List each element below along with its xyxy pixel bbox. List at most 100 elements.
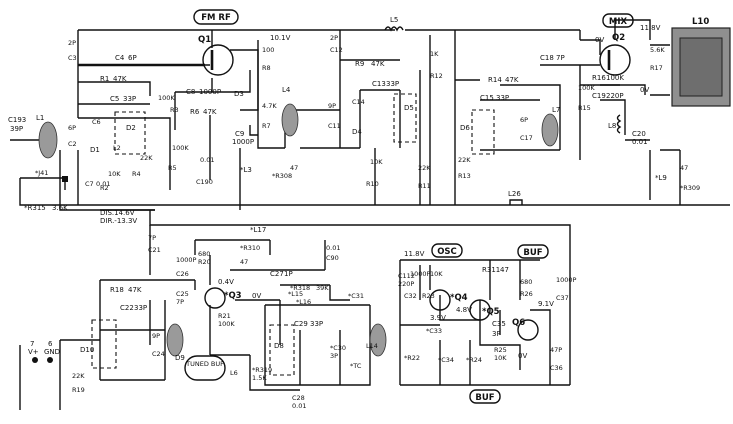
- r12-value: 1K: [430, 50, 439, 58]
- c17-label: C17: [520, 134, 533, 142]
- r12-label: R12: [430, 72, 443, 80]
- r13-value: 22K: [458, 156, 471, 164]
- r15-value: 100K: [578, 84, 595, 92]
- fm-rf-block: [193, 9, 239, 25]
- c4-label: C4: [115, 54, 125, 62]
- v-0-q3: 0V: [252, 292, 261, 300]
- r18-value: 47K: [128, 286, 142, 294]
- l10-label: L10: [692, 17, 709, 27]
- c11-label: C11: [328, 122, 341, 130]
- buf-bottom-block: [469, 389, 501, 404]
- v-3-9: 3.9V: [430, 314, 446, 322]
- wiring: [10, 19, 730, 410]
- d5-box: [393, 93, 417, 143]
- r16-label: R16: [592, 74, 606, 82]
- q1-symbol: [202, 44, 234, 76]
- r8-label: R8: [262, 64, 271, 72]
- r17-label: R17: [650, 64, 663, 72]
- c3-value: 2P: [68, 39, 76, 47]
- terminals: [32, 176, 68, 363]
- r10-label: R10: [366, 180, 379, 188]
- c33-label: *C33: [426, 327, 442, 335]
- c15-value: 33P: [496, 94, 509, 102]
- r319-value: 1.5K: [252, 374, 267, 382]
- c30-label: *C30: [330, 344, 346, 352]
- v-4-8: 4.8V: [456, 306, 472, 314]
- d3-label: D3: [234, 90, 244, 98]
- c7-value: 0.01: [96, 180, 110, 188]
- d10-label: D10: [80, 346, 94, 354]
- j41-label: *J41: [35, 169, 48, 177]
- c28-value: 0.01: [292, 402, 306, 410]
- q6-label: Q6: [512, 318, 525, 328]
- tuned-buf-label: TUNED BUF: [185, 360, 224, 368]
- r10-value: 10K: [370, 158, 383, 166]
- d1-label: D1: [90, 146, 100, 154]
- buf-top-block: [517, 244, 549, 259]
- d8-box: [269, 324, 295, 376]
- c24-label: C24: [152, 350, 165, 358]
- r6-label: R6: [190, 108, 200, 116]
- l6-label: L6: [230, 369, 238, 377]
- r17-value: 5.6K: [650, 46, 665, 54]
- v-0-mix: 0V: [595, 36, 604, 44]
- mix-block: [602, 13, 634, 28]
- c8-value: 1000P: [199, 88, 221, 96]
- d6-box: [471, 109, 495, 155]
- c29-value: 33P: [310, 320, 323, 328]
- r23-label: R23: [422, 292, 435, 300]
- l4-coil: [281, 103, 299, 137]
- v-10-1: 10.1V: [270, 34, 291, 42]
- c2-label: C2: [68, 140, 77, 148]
- r308-label: *R308: [272, 172, 292, 180]
- d6-label: D6: [460, 124, 470, 132]
- r24-label: *R24: [466, 356, 482, 364]
- l16-label: *L16: [296, 298, 311, 306]
- c22-label: C22: [120, 304, 134, 312]
- c29-label: C29: [294, 320, 308, 328]
- c27-value: 1P: [284, 270, 293, 278]
- r5-label: R5: [168, 164, 177, 172]
- c32-value: 1000P: [410, 270, 431, 278]
- r11-label: R11: [418, 182, 431, 190]
- l1-label: L1: [36, 114, 44, 122]
- c21-value: 7P: [148, 234, 156, 242]
- c3-label: C3: [68, 54, 77, 62]
- r21-value: 100K: [218, 320, 235, 328]
- c18-value: 7P: [556, 54, 565, 62]
- c27-label: C27: [270, 270, 284, 278]
- d10-box: [91, 319, 117, 369]
- q3-label: *Q3: [224, 291, 242, 301]
- l5-label: L5: [390, 16, 398, 24]
- c20-value: 0.01: [632, 138, 648, 146]
- dir-voltage: DIR.-13.3V: [100, 217, 137, 225]
- c90-label: C90: [326, 254, 339, 262]
- r21-label: R21: [218, 312, 231, 320]
- osc-block: [431, 243, 463, 258]
- r311-value: 47: [500, 266, 509, 274]
- l4-label: L4: [282, 86, 291, 94]
- c17-value: 6P: [520, 116, 528, 124]
- d9-label: D9: [175, 354, 185, 362]
- diode-boxes: [91, 93, 495, 376]
- r20-label: R20: [198, 258, 211, 266]
- l26-coil: [509, 199, 523, 205]
- component-labels: C193 39P C3 2P C4 6P C2 6P R1 47K C5 33P…: [8, 24, 700, 410]
- q3-symbol: [204, 287, 226, 309]
- r2-value: 10K: [108, 170, 121, 178]
- l9-label: *L9: [655, 174, 667, 182]
- c14-label: C14: [352, 98, 365, 106]
- r9-label: R9: [355, 60, 364, 68]
- q6-symbol: [517, 319, 539, 341]
- c25-label: C25: [176, 290, 189, 298]
- mix-label: MIX: [609, 17, 628, 27]
- q2-symbol: [599, 44, 631, 76]
- c31-label: *C31: [348, 292, 364, 300]
- l3-label: *L3: [240, 166, 252, 174]
- r309-label: *R309: [680, 184, 700, 192]
- r9-value: 47K: [371, 60, 385, 68]
- pin6-terminal: [47, 357, 53, 363]
- r315-value: 3.6K: [52, 204, 68, 212]
- r310-label: *R310: [240, 244, 260, 252]
